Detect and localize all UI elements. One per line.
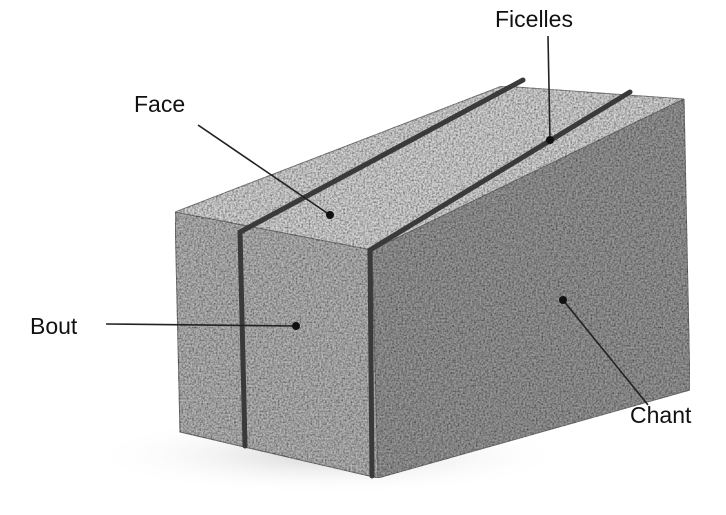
bout-label: Bout bbox=[30, 315, 77, 338]
ficelles-label: Ficelles bbox=[495, 8, 573, 31]
bale-bout-surface bbox=[175, 212, 378, 478]
bout-dot bbox=[292, 322, 300, 330]
face-label: Face bbox=[134, 93, 185, 116]
face-dot bbox=[326, 211, 334, 219]
ficelles-dot bbox=[546, 136, 554, 144]
chant-dot bbox=[559, 296, 567, 304]
chant-label: Chant bbox=[630, 404, 691, 427]
